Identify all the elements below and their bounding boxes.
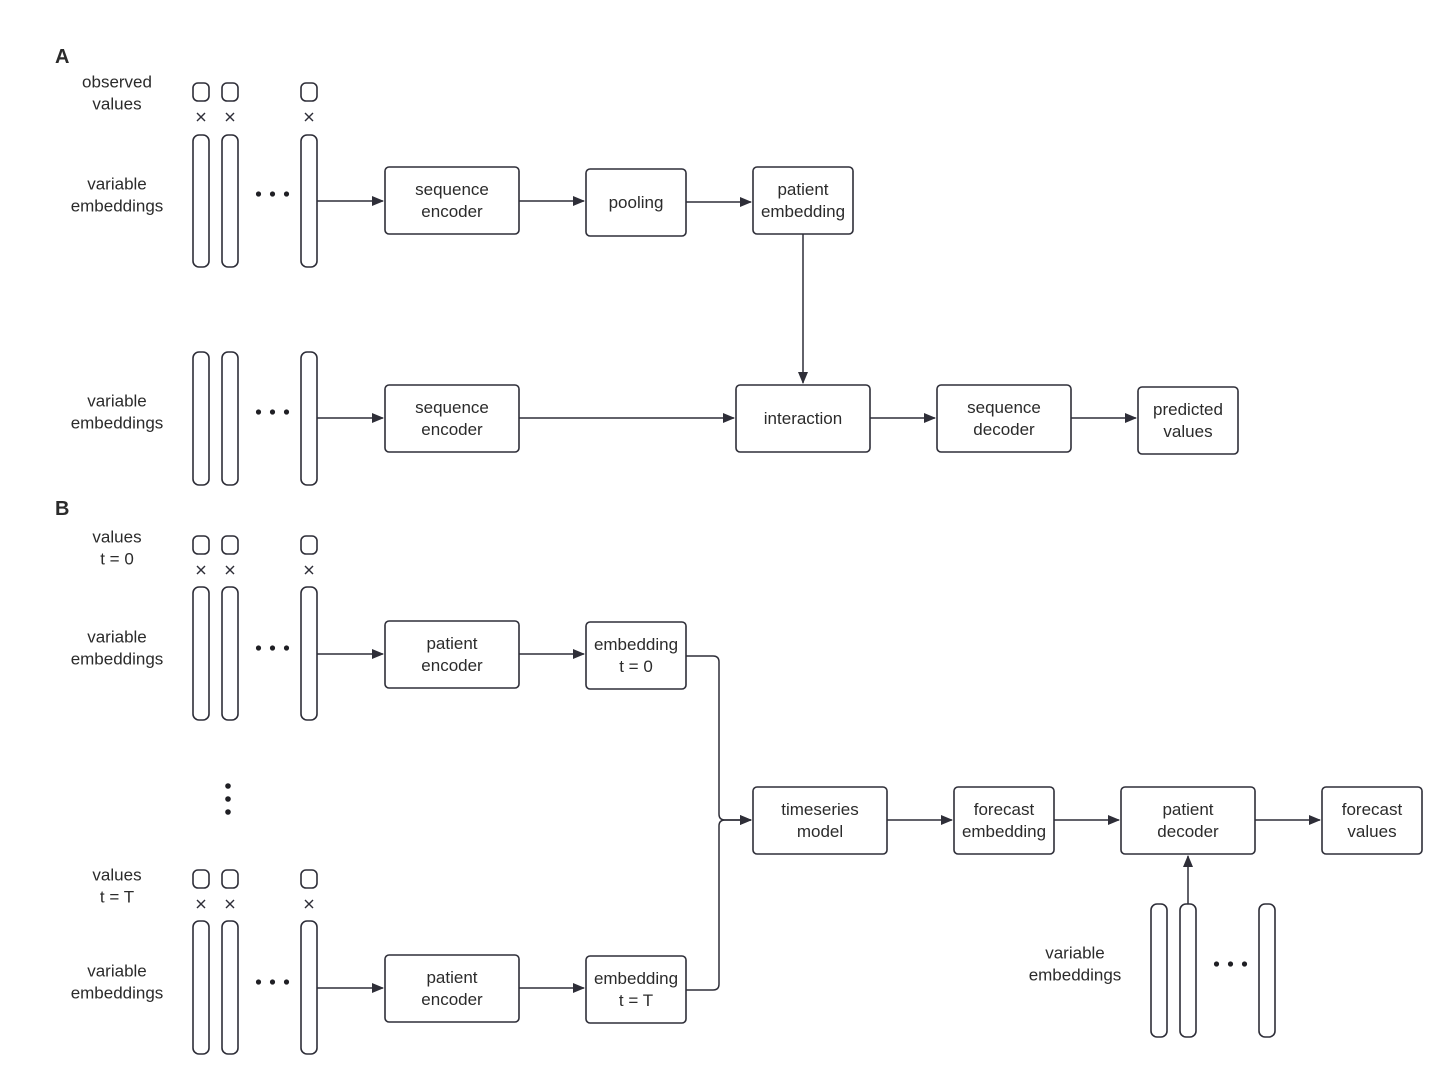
- embedding-column: [1258, 903, 1276, 1038]
- node-b-embedding-t0: [585, 621, 687, 690]
- embedding-column: [300, 920, 318, 1055]
- vertical-ellipsis-dot: [225, 783, 231, 789]
- embedding-column: [192, 134, 210, 268]
- vertical-ellipsis-dot: [225, 809, 231, 815]
- embedding-column: [221, 586, 239, 721]
- node-a-sequence-encoder-top: [384, 166, 520, 235]
- embedding-column: [1179, 903, 1197, 1038]
- node-a-sequence-encoder-bottom: [384, 384, 520, 453]
- ellipsis-dot: [269, 409, 276, 415]
- ellipsis-dot: [269, 191, 276, 197]
- value-cell: [300, 535, 318, 555]
- panel-label-b: B: [55, 498, 69, 520]
- node-b-timeseries-model: [752, 786, 888, 855]
- embedding-column: [221, 351, 239, 486]
- embedding-column: [192, 351, 210, 486]
- embedding-column: [192, 586, 210, 721]
- value-cell: [192, 869, 210, 889]
- multiply-icon: [196, 112, 206, 122]
- embedding-column: [300, 134, 318, 268]
- node-b-patient-decoder: [1120, 786, 1256, 855]
- ellipsis-dot: [255, 409, 262, 415]
- node-b-embedding-tT: [585, 955, 687, 1024]
- value-cell: [300, 869, 318, 889]
- ellipsis-dot: [1227, 961, 1234, 967]
- value-cell: [300, 82, 318, 102]
- node-a-predicted-values: [1137, 386, 1239, 455]
- value-cell: [221, 535, 239, 555]
- embedding-column: [300, 351, 318, 486]
- ellipsis-dot: [255, 645, 262, 651]
- ellipsis-dot: [255, 979, 262, 985]
- arrow-b-embedding-t0-to-timeseries: [686, 655, 752, 825]
- embedding-column: [192, 920, 210, 1055]
- multiply-icon: [304, 899, 314, 909]
- embedding-column: [300, 586, 318, 721]
- node-label-a-pooling: pooling: [609, 193, 664, 212]
- node-a-interaction: [735, 384, 871, 453]
- edges-layer: [317, 196, 1321, 993]
- multiply-icon: [304, 565, 314, 575]
- node-label-a-interaction: interaction: [764, 409, 842, 428]
- node-a-pooling: [585, 168, 687, 237]
- ellipsis-dot: [283, 645, 290, 651]
- multiply-icon: [225, 565, 235, 575]
- ellipsis-dot: [283, 979, 290, 985]
- multiply-icon: [225, 112, 235, 122]
- node-b-forecast-embedding: [953, 786, 1055, 855]
- multiply-icon: [196, 899, 206, 909]
- multiply-icon: [225, 899, 235, 909]
- arrow-b-embedding-tT-to-timeseries: [686, 815, 752, 991]
- vertical-ellipsis-dot: [225, 796, 231, 802]
- multiply-icon: [304, 112, 314, 122]
- node-a-sequence-decoder: [936, 384, 1072, 453]
- node-b-patient-encoder-t0: [384, 620, 520, 689]
- ellipsis-dot: [255, 191, 262, 197]
- embedding-column: [1150, 903, 1168, 1038]
- panel-label-a: A: [55, 46, 69, 68]
- embedding-column: [221, 134, 239, 268]
- value-cell: [221, 869, 239, 889]
- node-b-forecast-values: [1321, 786, 1423, 855]
- ellipsis-dot: [283, 409, 290, 415]
- multiply-icon: [196, 565, 206, 575]
- shapes-layer: [192, 82, 1423, 1055]
- value-cell: [221, 82, 239, 102]
- value-cell: [192, 82, 210, 102]
- ellipsis-dot: [269, 645, 276, 651]
- node-b-patient-encoder-tT: [384, 954, 520, 1023]
- ellipsis-dot: [283, 191, 290, 197]
- node-a-patient-embedding: [752, 166, 854, 235]
- embedding-column: [221, 920, 239, 1055]
- ellipsis-dot: [1213, 961, 1220, 967]
- ellipsis-dot: [269, 979, 276, 985]
- value-cell: [192, 535, 210, 555]
- ellipsis-dot: [1241, 961, 1248, 967]
